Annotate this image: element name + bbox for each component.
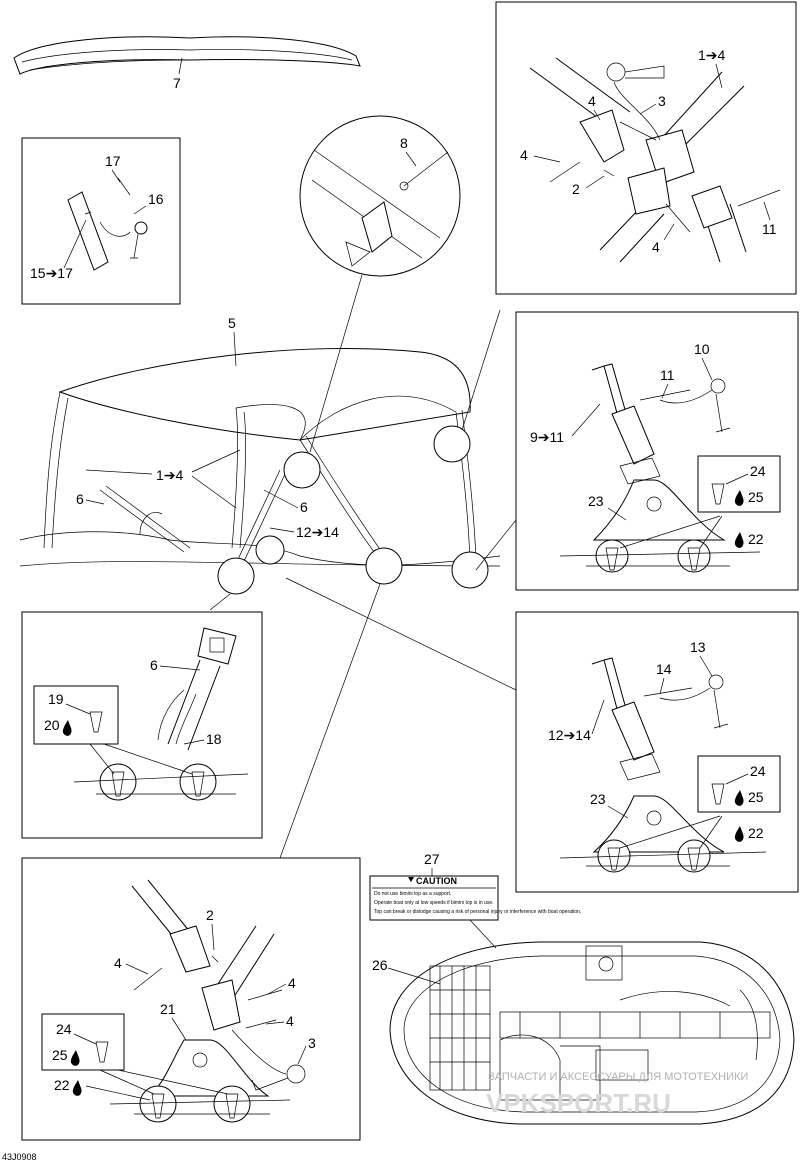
oil-drop-icon xyxy=(72,1080,82,1096)
callout-21: 21 xyxy=(160,1001,176,1017)
caution-line-3: Top can break or dislodge causing a risk… xyxy=(374,909,581,915)
callout-9-11: 9➔11 xyxy=(530,429,564,445)
watermark-text: ЗАПЧАСТИ И АКСЕССУАРЫ ДЛЯ МОТОТЕХНИКИ xyxy=(488,1071,748,1083)
oil-drop-icon xyxy=(734,532,744,548)
callout-23-a: 23 xyxy=(588,493,604,509)
callout-22-c: 22 xyxy=(54,1077,70,1093)
oil-drop-icon xyxy=(70,1050,80,1066)
callout-25-a: 25 xyxy=(748,489,764,505)
zoom-circle-frame xyxy=(283,451,321,489)
callout-8: 8 xyxy=(400,135,408,151)
callout-3-bot: 3 xyxy=(308,1035,316,1051)
screw-24b-illustration xyxy=(711,783,725,805)
callout-4-bot-b: 4 xyxy=(288,975,296,991)
frame-tubes-illustration xyxy=(529,57,781,263)
callout-6-main-b: 6 xyxy=(300,499,308,515)
callout-2-bot: 2 xyxy=(206,907,214,923)
callout-17: 17 xyxy=(105,153,121,169)
rear-bracket-illustration xyxy=(559,363,761,573)
callout-6-left: 6 xyxy=(150,657,158,673)
screw-19-illustration xyxy=(89,711,103,733)
detail-box-strap-clip xyxy=(21,137,181,305)
detail-box-mid-bracket xyxy=(515,611,799,893)
callout-6-main-a: 6 xyxy=(76,491,84,507)
detail-box-rear-bracket xyxy=(515,311,799,591)
warning-triangle-icon xyxy=(408,877,414,882)
callout-22-b: 22 xyxy=(748,825,764,841)
callout-4-bot-c: 4 xyxy=(286,1013,294,1029)
callout-12-14-right: 12➔14 xyxy=(548,727,591,743)
storage-cover-illustration xyxy=(13,36,361,75)
zoom-circle-base-mid xyxy=(365,547,403,585)
callout-4-top-b: 4 xyxy=(520,147,528,163)
callout-25-b: 25 xyxy=(748,789,764,805)
detail-box-frame-joint xyxy=(495,1,797,295)
callout-22-a: 22 xyxy=(748,531,764,547)
detail-box-front-bracket xyxy=(21,857,361,1141)
callout-18: 18 xyxy=(206,731,222,747)
callout-2-top: 2 xyxy=(572,181,580,197)
callout-1-4-top: 1➔4 xyxy=(698,47,726,63)
frame-joint-illustration xyxy=(311,149,449,267)
callout-24-c: 24 xyxy=(56,1021,72,1037)
detail-box-screw-24c xyxy=(41,1013,125,1071)
detail-box-screw-19 xyxy=(33,685,119,745)
caution-line-2: Operate boat only at low speeds if bimin… xyxy=(374,900,494,906)
callout-5: 5 xyxy=(228,315,236,331)
watermark-brand: VPKSPORT.RU xyxy=(486,1088,671,1118)
callout-7: 7 xyxy=(173,75,181,91)
callout-4-top-a: 4 xyxy=(588,93,596,109)
callout-25-c: 25 xyxy=(52,1047,68,1063)
caution-line-1: Do not use bimini top as a support. xyxy=(374,891,451,897)
callout-4-top-c: 4 xyxy=(652,239,660,255)
callout-16: 16 xyxy=(148,191,164,207)
oil-drop-icon xyxy=(734,826,744,842)
callout-11-top: 11 xyxy=(762,221,777,237)
caution-label xyxy=(369,875,499,921)
callout-3-top: 3 xyxy=(658,93,666,109)
oil-drop-icon xyxy=(734,790,744,806)
oil-drop-icon xyxy=(734,490,744,506)
oil-drop-icon xyxy=(62,720,72,736)
callout-27: 27 xyxy=(424,851,440,867)
caution-heading: CAUTION xyxy=(416,876,457,886)
mid-bracket-illustration xyxy=(559,657,767,873)
callout-23-b: 23 xyxy=(590,791,606,807)
callout-12-14-main: 12➔14 xyxy=(296,524,339,540)
callout-10: 10 xyxy=(694,341,710,357)
callout-15-17: 15➔17 xyxy=(30,265,73,281)
callout-24-a: 24 xyxy=(750,463,766,479)
front-bracket-illustration xyxy=(109,879,306,1123)
zoom-circle-base-right xyxy=(451,551,489,589)
callout-26: 26 xyxy=(372,957,388,973)
callout-24-b: 24 xyxy=(750,763,766,779)
callout-4-bot-a: 4 xyxy=(114,955,122,971)
callout-11-mid: 11 xyxy=(660,367,675,383)
boat-top-view-illustration xyxy=(389,941,795,1125)
zoom-circle-hinge-right xyxy=(433,425,471,463)
callout-19: 19 xyxy=(48,691,64,707)
figure-code: 43J0908 xyxy=(2,1152,37,1162)
screw-24c-illustration xyxy=(95,1041,109,1063)
strap-clip-illustration xyxy=(67,177,148,271)
callout-1-4-main: 1➔4 xyxy=(156,467,184,483)
callout-20: 20 xyxy=(44,717,60,733)
callout-13: 13 xyxy=(690,639,706,655)
callout-14: 14 xyxy=(656,661,672,677)
screw-24-illustration xyxy=(711,483,725,505)
zoom-circle-strap-anchor xyxy=(217,557,255,595)
zoom-circle-strap-upper xyxy=(255,535,285,565)
